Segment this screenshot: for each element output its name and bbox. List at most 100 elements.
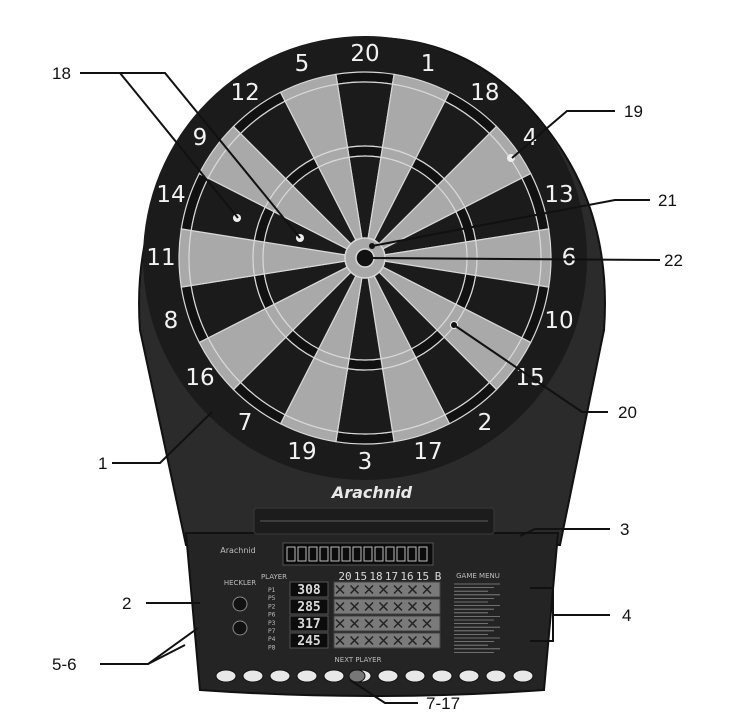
board-number: 1 xyxy=(421,51,436,77)
board-number: 9 xyxy=(193,125,208,151)
cricket-mark xyxy=(378,584,389,595)
cricket-mark xyxy=(349,635,360,646)
cricket-header-label: 17 xyxy=(385,570,398,583)
callout-21-dot xyxy=(369,243,375,249)
cricket-mark xyxy=(364,635,374,646)
display-digit xyxy=(319,546,329,562)
cricket-mark xyxy=(422,601,432,612)
board-number: 20 xyxy=(350,41,379,67)
cricket-mark xyxy=(364,584,374,595)
callout-20-dot xyxy=(451,322,457,328)
display-digit xyxy=(418,546,428,562)
dartboard xyxy=(143,36,587,480)
cricket-mark xyxy=(393,601,403,612)
console-button[interactable] xyxy=(242,669,264,683)
board-number: 7 xyxy=(238,410,253,436)
display-digit xyxy=(330,546,340,562)
callout-2: 2 xyxy=(122,594,131,613)
display-digit xyxy=(407,546,417,562)
cricket-mark xyxy=(364,618,374,629)
console-button[interactable] xyxy=(377,669,399,683)
heckler-knob-top[interactable] xyxy=(232,596,248,612)
marks-row xyxy=(333,598,441,615)
player-tag: P2 xyxy=(268,603,276,610)
marks-row xyxy=(333,632,441,649)
next-player-button[interactable] xyxy=(348,669,366,683)
callout-717-line xyxy=(349,679,418,704)
player-tag: P4 xyxy=(268,636,276,643)
callout-19: 19 xyxy=(624,102,643,121)
cricket-header-label: B xyxy=(435,570,442,583)
callout-18: 18 xyxy=(52,64,71,83)
score-value: 317 xyxy=(297,617,320,632)
top-display-digits xyxy=(286,546,428,562)
cricket-mark xyxy=(378,601,389,612)
console-buttons xyxy=(215,669,534,683)
display-digit xyxy=(341,546,351,562)
inner-bullseye xyxy=(355,248,375,268)
board-number: 3 xyxy=(358,449,373,475)
cricket-mark xyxy=(422,635,432,646)
cricket-header-label: 15 xyxy=(416,570,429,583)
player-tag: P6 xyxy=(268,612,276,619)
player-tag: P8 xyxy=(268,644,276,651)
cricket-mark xyxy=(378,635,389,646)
player-tag: P1 xyxy=(268,587,276,594)
heckler-label: HECKLER xyxy=(224,579,256,587)
console-button[interactable] xyxy=(431,669,453,683)
game-menu-label: GAME MENU xyxy=(456,572,500,580)
cricket-header-label: 15 xyxy=(354,570,367,583)
cricket-header-label: 18 xyxy=(369,570,382,583)
next-player-label: NEXT PLAYER xyxy=(335,656,382,664)
cricket-mark xyxy=(393,618,403,629)
board-number: 19 xyxy=(287,439,316,465)
console-button[interactable] xyxy=(404,669,426,683)
callout-lines xyxy=(80,72,661,704)
board-number: 10 xyxy=(544,308,573,334)
cricket-mark xyxy=(335,618,345,629)
cricket-mark xyxy=(335,584,345,595)
console-button[interactable] xyxy=(269,669,291,683)
console-button[interactable] xyxy=(215,669,237,683)
display-digit xyxy=(374,546,384,562)
board-number: 13 xyxy=(544,182,573,208)
callout-22: 22 xyxy=(664,251,683,270)
cricket-mark xyxy=(422,584,432,595)
callout-19-line xyxy=(511,110,615,159)
score-display xyxy=(289,632,329,649)
callout-3: 3 xyxy=(620,520,629,539)
score-value: 308 xyxy=(297,583,321,598)
callout-5-6: 5-6 xyxy=(52,655,77,674)
cricket-mark xyxy=(393,584,403,595)
callout-21: 21 xyxy=(658,191,677,210)
console-button[interactable] xyxy=(458,669,480,683)
display-digit xyxy=(385,546,395,562)
board-number: 6 xyxy=(562,245,577,271)
cricket-mark xyxy=(407,584,418,595)
score-value: 245 xyxy=(297,634,320,649)
console-logo: Arachnid xyxy=(220,546,256,555)
board-number: 14 xyxy=(156,182,185,208)
console-button[interactable] xyxy=(296,669,318,683)
cricket-mark xyxy=(364,601,374,612)
board-number: 11 xyxy=(146,245,175,271)
heckler-knob-bottom[interactable] xyxy=(232,620,248,636)
console-button[interactable] xyxy=(485,669,507,683)
callout-20-line xyxy=(453,324,608,413)
board-number: 16 xyxy=(185,365,214,391)
board-number: 17 xyxy=(413,439,442,465)
console-button[interactable] xyxy=(323,669,345,683)
game-menu-list xyxy=(454,583,500,653)
callout-7-17: 7-17 xyxy=(426,694,460,713)
callout-18-line xyxy=(80,72,301,239)
callout-1-line xyxy=(112,411,213,464)
display-digit xyxy=(286,546,296,562)
console-button[interactable] xyxy=(512,669,534,683)
cricket-mark xyxy=(349,618,360,629)
